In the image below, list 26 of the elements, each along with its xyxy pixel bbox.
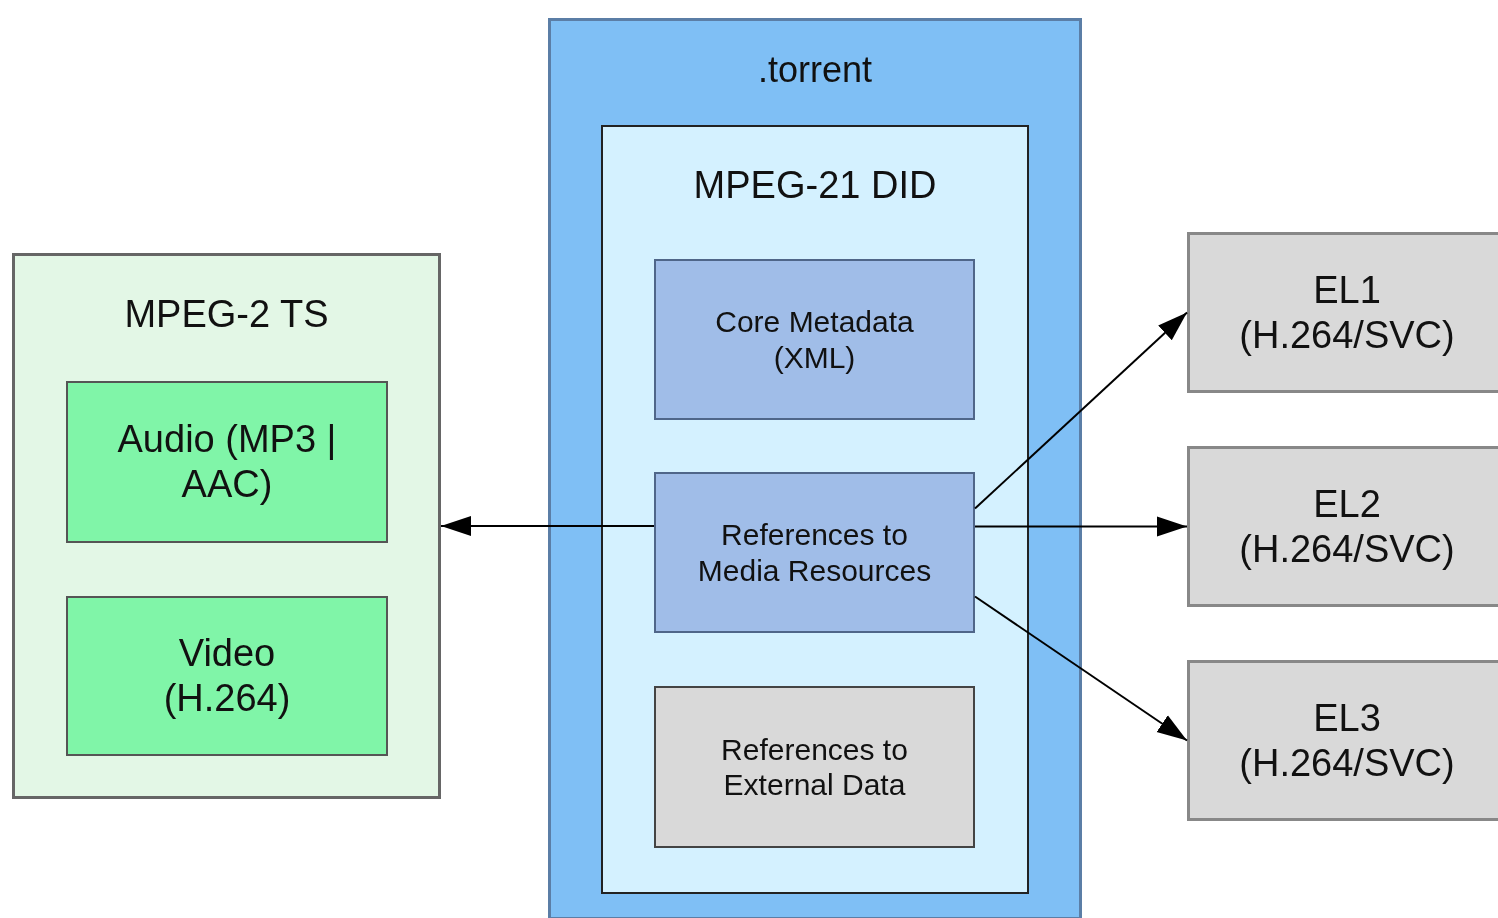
- box-label: References to Media Resources: [696, 517, 933, 588]
- box-label: Video (H.264): [162, 631, 292, 721]
- box-label: EL2 (H.264/SVC): [1238, 481, 1456, 572]
- box-label: Core Metadata (XML): [714, 304, 915, 375]
- arrow: [440, 516, 655, 536]
- container-box: [12, 253, 441, 799]
- arrow: [974, 311, 1188, 510]
- container-title: MPEG-2 TS: [123, 292, 330, 337]
- content-box: [1187, 232, 1498, 393]
- box-label: EL1 (H.264/SVC): [1238, 267, 1456, 358]
- box-label: EL3 (H.264/SVC): [1238, 695, 1456, 786]
- content-box: [66, 381, 388, 543]
- content-box: [654, 259, 975, 420]
- container-title: .torrent: [756, 49, 873, 92]
- content-box: [1187, 660, 1498, 821]
- content-box: [66, 596, 388, 756]
- box-label: Audio (MP3 | AAC): [116, 417, 338, 507]
- arrow: [974, 595, 1188, 742]
- content-box: [654, 686, 975, 848]
- content-box: [1187, 446, 1498, 607]
- box-label: References to External Data: [720, 731, 909, 803]
- arrow: [974, 516, 1188, 537]
- container-box: [548, 18, 1082, 918]
- content-box: [654, 472, 975, 633]
- container-title: MPEG-21 DID: [692, 163, 938, 208]
- container-box: [601, 125, 1029, 894]
